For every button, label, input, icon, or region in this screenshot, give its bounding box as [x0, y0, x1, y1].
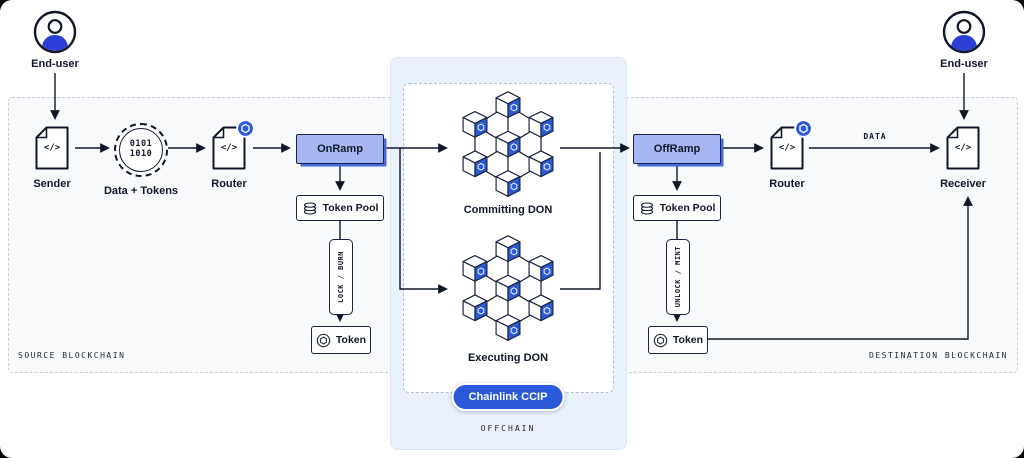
sender-node: </> Sender — [22, 126, 82, 190]
end-user-right-node: End-user — [924, 10, 1004, 70]
unlock-mint-label: UNLOCK / MINT — [674, 246, 682, 308]
code-glyph: </> — [43, 143, 61, 153]
committing-don-label: Committing DON — [463, 204, 553, 216]
coins-icon — [302, 201, 318, 216]
user-avatar-icon — [942, 10, 986, 54]
code-glyph: </> — [778, 143, 796, 153]
router-right-node: </> Router — [757, 126, 817, 190]
receiver-node: </> Receiver — [933, 126, 993, 190]
chainlink-ccip-badge: Chainlink CCIP — [451, 383, 565, 411]
chainlink-badge-icon — [236, 119, 255, 138]
lock-burn-pill: LOCK / BURN — [329, 239, 353, 315]
executing-don-label: Executing DON — [467, 352, 549, 364]
data-tokens-label: Data + Tokens — [103, 185, 179, 197]
token-right-box: Token — [648, 326, 708, 354]
receiver-label: Receiver — [940, 178, 986, 190]
chainlink-badge-icon — [794, 119, 813, 138]
offramp-box: OffRamp — [633, 134, 721, 164]
source-blockchain-label: SOURCE BLOCKCHAIN — [18, 351, 126, 360]
router-right-label: Router — [769, 178, 805, 190]
token-pool-right-label: Token Pool — [659, 202, 716, 214]
end-user-left-label: End-user — [31, 58, 79, 70]
lock-burn-label: LOCK / BURN — [337, 251, 345, 303]
token-icon — [653, 333, 668, 348]
end-user-right-label: End-user — [940, 58, 988, 70]
bits-line1: 0101 — [129, 139, 153, 150]
data-tokens-icon: 0101 1010 — [114, 123, 168, 177]
executing-don-network-icon — [453, 234, 563, 344]
code-glyph: </> — [220, 143, 238, 153]
router-left-node: </> Router — [199, 126, 259, 190]
user-avatar-icon — [33, 10, 77, 54]
token-left-box: Token — [311, 326, 371, 354]
router-left-label: Router — [211, 178, 247, 190]
token-pool-left-box: Token Pool — [296, 195, 384, 221]
token-pool-left-label: Token Pool — [322, 202, 379, 214]
onramp-box: OnRamp — [296, 134, 384, 164]
sender-label: Sender — [33, 178, 71, 190]
code-glyph: </> — [954, 143, 972, 153]
end-user-left-node: End-user — [15, 10, 95, 70]
token-icon — [316, 333, 331, 348]
coins-icon — [639, 201, 655, 216]
token-right-label: Token — [672, 334, 704, 346]
data-edge-label: DATA — [863, 132, 887, 141]
data-tokens-node: 0101 1010 Data + Tokens — [101, 123, 181, 197]
token-left-label: Token — [335, 334, 367, 346]
destination-blockchain-label: DESTINATION BLOCKCHAIN — [869, 351, 1008, 360]
token-pool-right-box: Token Pool — [633, 195, 721, 221]
offchain-label: OFFCHAIN — [480, 424, 536, 433]
committing-don-network-icon — [453, 90, 563, 200]
unlock-mint-pill: UNLOCK / MINT — [666, 239, 690, 315]
bits-line2: 1010 — [129, 149, 153, 159]
